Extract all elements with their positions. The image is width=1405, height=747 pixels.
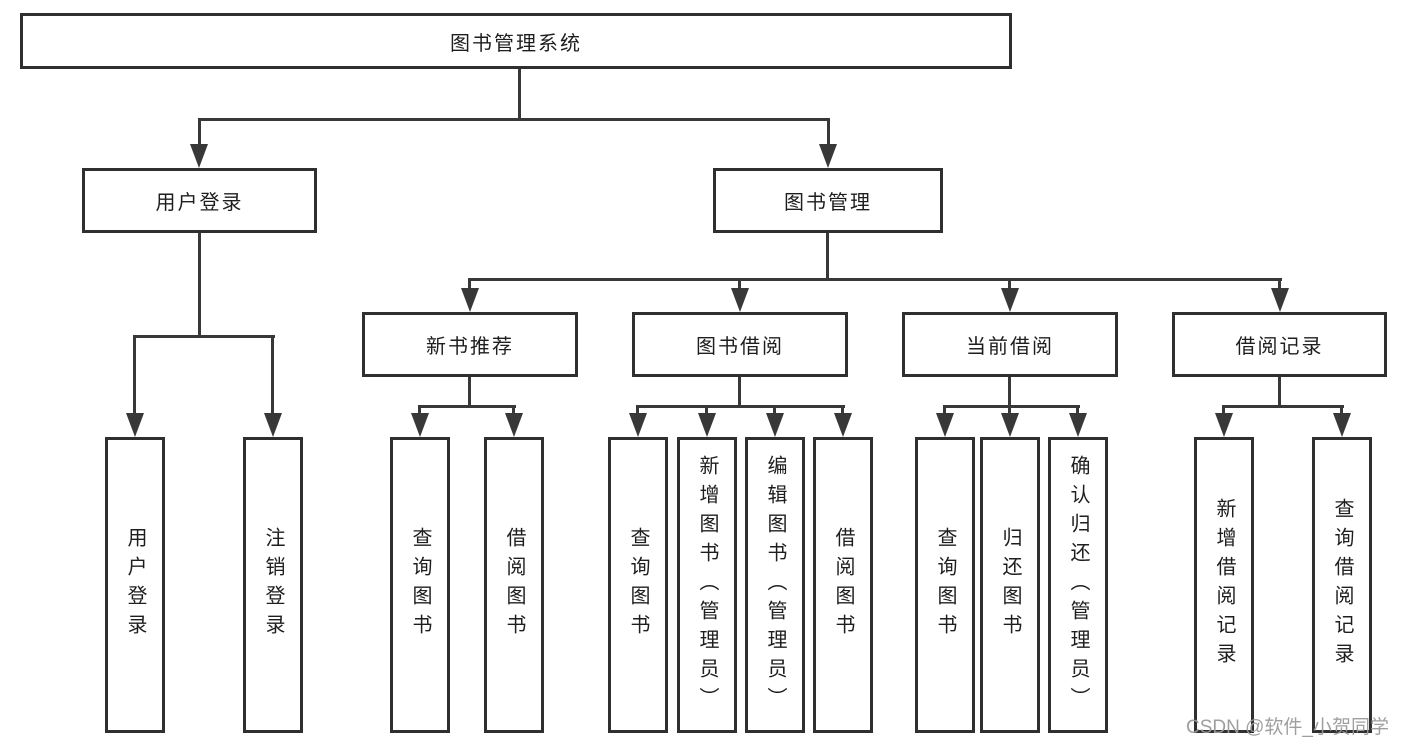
connector-vline — [1008, 278, 1011, 290]
leaf-query-books-borrow: 查询图书 — [608, 437, 668, 733]
connector-hline — [133, 335, 275, 338]
leaf-label: 查询图书 — [934, 527, 956, 643]
connector-arrowhead — [629, 413, 647, 437]
connector-vline — [1008, 405, 1011, 415]
node-label: 图书借阅 — [696, 336, 784, 358]
connector-arrowhead — [505, 413, 523, 437]
node-new-book-recommendation: 新书推荐 — [362, 312, 578, 377]
leaf-label: 查询借阅记录 — [1331, 498, 1353, 672]
connector-hline — [943, 405, 1080, 408]
node-user-login: 用户登录 — [82, 168, 317, 233]
connector-arrowhead — [1069, 413, 1087, 437]
connector-vline — [133, 335, 136, 415]
connector-arrowhead — [731, 288, 749, 312]
connector-arrowhead — [698, 413, 716, 437]
connector-arrowhead — [1001, 288, 1019, 312]
leaf-label: 确认归还（管理员） — [1067, 454, 1089, 716]
connector-hline — [1222, 405, 1344, 408]
connector-vline — [198, 233, 201, 337]
connector-arrowhead — [1215, 413, 1233, 437]
connector-arrowhead — [819, 144, 837, 168]
leaf-confirm-return-admin: 确认归还（管理员） — [1048, 437, 1108, 733]
connector-vline — [1278, 377, 1281, 407]
leaf-borrow-books-recommend: 借阅图书 — [484, 437, 544, 733]
leaf-borrow-books: 借阅图书 — [813, 437, 873, 733]
connector-vline — [1340, 405, 1343, 415]
connector-hline — [418, 405, 516, 408]
connector-arrowhead — [1271, 288, 1289, 312]
node-label: 当前借阅 — [966, 336, 1054, 358]
connector-vline — [468, 377, 471, 407]
node-label: 用户登录 — [155, 192, 244, 214]
connector-vline — [418, 405, 421, 415]
connector-vline — [943, 405, 946, 415]
leaf-query-books-recommend: 查询图书 — [390, 437, 450, 733]
connector-vline — [198, 118, 201, 146]
connector-vline — [705, 405, 708, 415]
connector-hline — [636, 405, 845, 408]
node-borrowing-records: 借阅记录 — [1172, 312, 1387, 377]
leaf-label: 借阅图书 — [832, 527, 854, 643]
connector-vline — [773, 405, 776, 415]
leaf-label: 归还图书 — [999, 527, 1021, 643]
leaf-query-books-current: 查询图书 — [915, 437, 975, 733]
connector-arrowhead — [264, 413, 282, 437]
node-label: 图书管理 — [784, 192, 872, 214]
connector-arrowhead — [190, 144, 208, 168]
connector-vline — [826, 233, 829, 279]
leaf-label: 查询图书 — [409, 527, 431, 643]
connector-hline — [468, 278, 1282, 281]
leaf-user-login: 用户登录 — [105, 437, 165, 733]
connector-vline — [1222, 405, 1225, 415]
node-label: 图书管理系统 — [450, 32, 582, 55]
connector-vline — [738, 377, 741, 407]
node-book-management: 图书管理 — [713, 168, 943, 233]
leaf-label: 用户登录 — [124, 527, 146, 643]
node-label: 借阅记录 — [1235, 336, 1324, 358]
leaf-query-borrow-record: 查询借阅记录 — [1312, 437, 1372, 733]
connector-arrowhead — [766, 413, 784, 437]
csdn-watermark: CSDN @软件_小贺同学 — [1186, 717, 1389, 738]
connector-vline — [468, 278, 471, 290]
leaf-label: 注销登录 — [262, 527, 284, 643]
node-book-borrowing: 图书借阅 — [632, 312, 848, 377]
connector-vline — [518, 69, 521, 119]
connector-arrowhead — [461, 288, 479, 312]
node-label: 新书推荐 — [426, 336, 514, 358]
connector-arrowhead — [834, 413, 852, 437]
leaf-label: 编辑图书（管理员） — [764, 454, 786, 716]
connector-arrowhead — [1333, 413, 1351, 437]
leaf-edit-books-admin: 编辑图书（管理员） — [745, 437, 805, 733]
leaf-label: 借阅图书 — [503, 527, 525, 643]
connector-vline — [271, 335, 274, 415]
connector-vline — [1076, 405, 1079, 415]
connector-arrowhead — [126, 413, 144, 437]
connector-vline — [827, 118, 830, 146]
connector-vline — [512, 405, 515, 415]
leaf-add-books-admin: 新增图书（管理员） — [677, 437, 737, 733]
node-current-borrowing: 当前借阅 — [902, 312, 1118, 377]
leaf-add-borrow-record: 新增借阅记录 — [1194, 437, 1254, 733]
leaf-label: 新增图书（管理员） — [696, 454, 718, 716]
connector-vline — [1008, 377, 1011, 407]
connector-vline — [636, 405, 639, 415]
leaf-return-books: 归还图书 — [980, 437, 1040, 733]
connector-arrowhead — [936, 413, 954, 437]
connector-arrowhead — [411, 413, 429, 437]
node-library-system: 图书管理系统 — [20, 13, 1012, 69]
leaf-label: 查询图书 — [627, 527, 649, 643]
connector-vline — [841, 405, 844, 415]
leaf-label: 新增借阅记录 — [1213, 498, 1235, 672]
connector-arrowhead — [1001, 413, 1019, 437]
connector-vline — [1278, 278, 1281, 290]
leaf-logout: 注销登录 — [243, 437, 303, 733]
connector-hline — [198, 118, 830, 121]
connector-vline — [738, 278, 741, 290]
